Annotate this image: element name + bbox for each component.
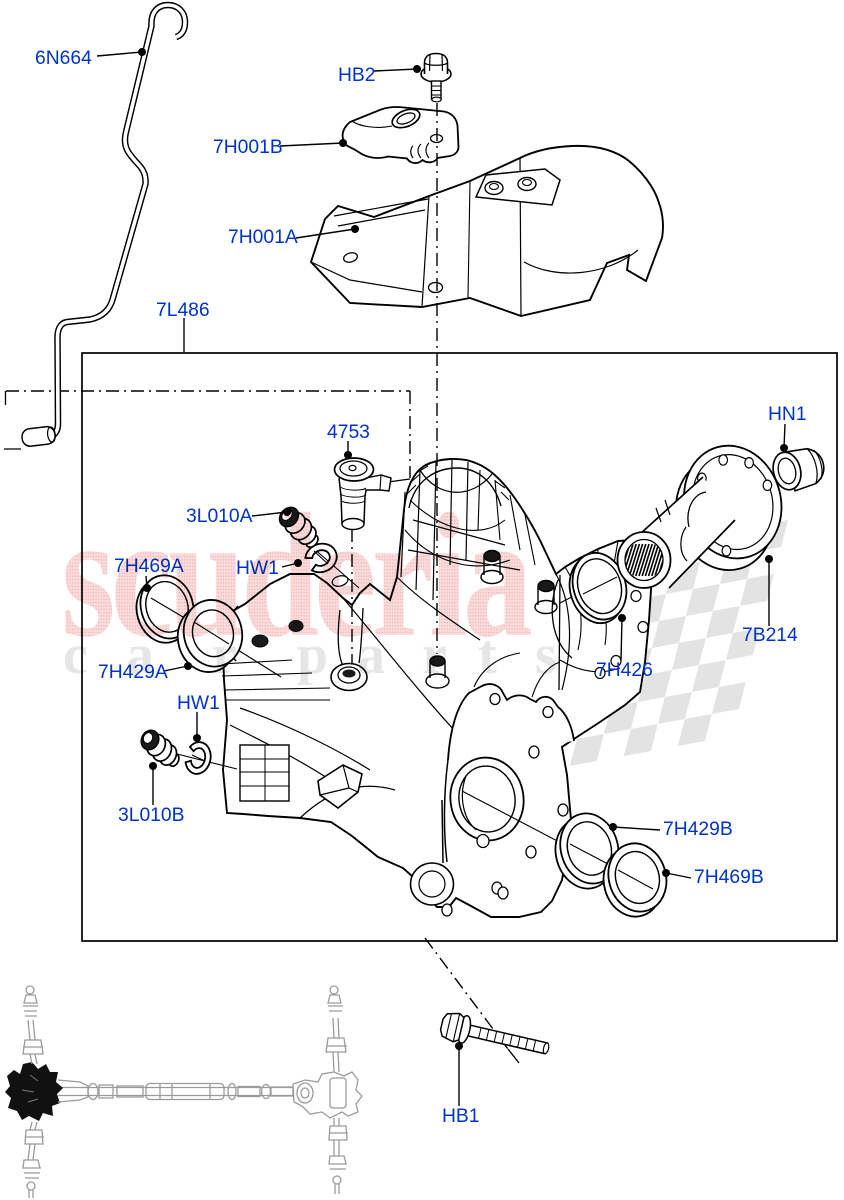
- svg-text:a: a: [357, 624, 385, 686]
- svg-text:4753: 4753: [327, 422, 370, 443]
- svg-text:HW1: HW1: [236, 558, 279, 579]
- svg-text:t: t: [478, 624, 497, 686]
- svg-text:r: r: [422, 624, 447, 686]
- svg-text:7B214: 7B214: [742, 625, 798, 646]
- svg-text:3L010B: 3L010B: [118, 805, 184, 826]
- svg-text:r: r: [212, 624, 237, 686]
- svg-text:7H429B: 7H429B: [663, 819, 733, 840]
- svg-text:c: c: [63, 624, 88, 686]
- svg-text:7H469A: 7H469A: [114, 556, 184, 577]
- svg-text:HB1: HB1: [442, 1106, 480, 1127]
- svg-text:7H429A: 7H429A: [98, 662, 168, 683]
- svg-text:HW1: HW1: [177, 693, 220, 714]
- svg-text:3L010A: 3L010A: [186, 506, 253, 527]
- svg-text:7L486: 7L486: [156, 300, 210, 321]
- svg-text:7H001A: 7H001A: [228, 227, 298, 248]
- svg-text:7H426: 7H426: [596, 660, 653, 681]
- svg-text:scuderia: scuderia: [61, 476, 531, 674]
- svg-text:s: s: [535, 624, 557, 686]
- svg-text:p: p: [297, 624, 328, 686]
- svg-text:HB2: HB2: [338, 65, 376, 86]
- svg-text:6N664: 6N664: [35, 48, 92, 69]
- svg-text:7H469B: 7H469B: [694, 867, 764, 888]
- svg-text:HN1: HN1: [768, 404, 807, 425]
- svg-text:a: a: [126, 624, 154, 686]
- svg-text:7H001B: 7H001B: [213, 137, 283, 158]
